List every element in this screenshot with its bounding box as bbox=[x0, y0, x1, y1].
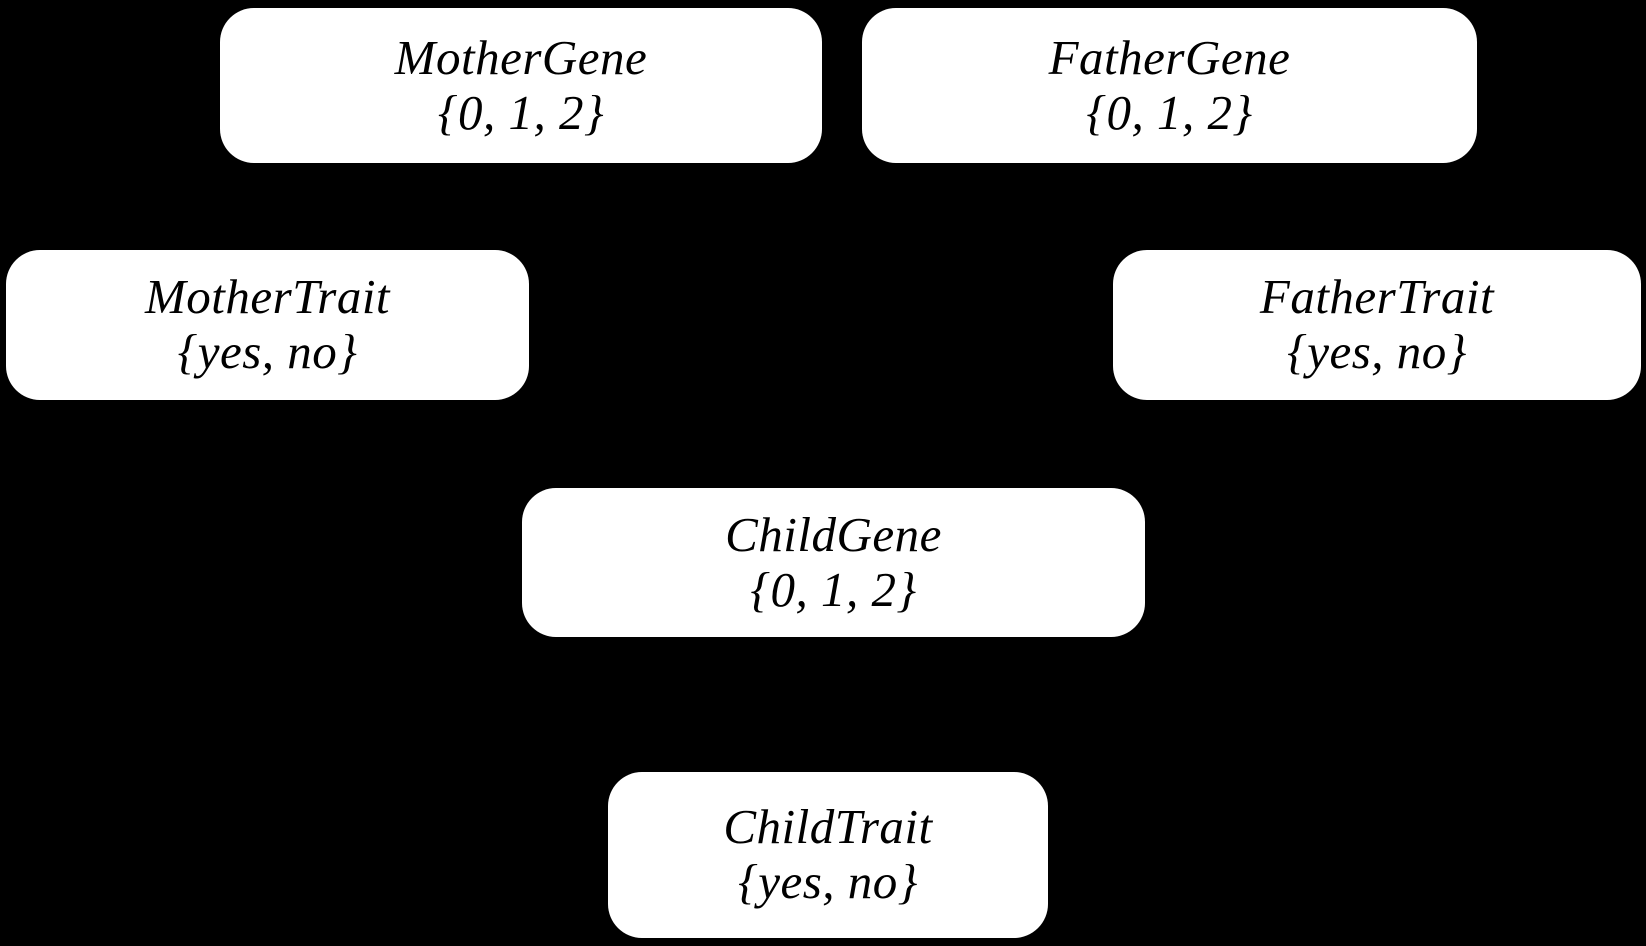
edge-child-gene-to-child-trait bbox=[826, 636, 835, 773]
edge-mother-gene-to-child-gene bbox=[598, 162, 702, 489]
edge-father-gene-to-father-trait bbox=[1239, 161, 1378, 252]
node-mother-gene-label: MotherGene bbox=[394, 29, 648, 85]
node-mother-trait[interactable]: MotherTrait {yes, no} bbox=[6, 250, 529, 400]
node-child-gene-domain: {0, 1, 2} bbox=[750, 561, 917, 617]
node-father-gene-label: FatherGene bbox=[1048, 29, 1291, 85]
node-mother-gene-domain: {0, 1, 2} bbox=[437, 84, 605, 140]
node-child-trait-label: ChildTrait bbox=[723, 799, 933, 855]
node-father-gene[interactable]: FatherGene {0, 1, 2} bbox=[862, 8, 1477, 163]
node-mother-gene[interactable]: MotherGene {0, 1, 2} bbox=[220, 8, 822, 163]
node-father-trait-label: FatherTrait bbox=[1259, 269, 1495, 325]
node-father-gene-domain: {0, 1, 2} bbox=[1086, 84, 1253, 140]
node-child-gene[interactable]: ChildGene {0, 1, 2} bbox=[522, 488, 1145, 637]
node-child-trait-domain: {yes, no} bbox=[738, 854, 918, 909]
edge-father-gene-to-child-gene bbox=[958, 162, 1062, 489]
node-child-gene-label: ChildGene bbox=[725, 506, 942, 562]
node-mother-trait-label: MotherTrait bbox=[144, 269, 391, 325]
node-father-trait[interactable]: FatherTrait {yes, no} bbox=[1113, 250, 1641, 400]
node-child-trait[interactable]: ChildTrait {yes, no} bbox=[608, 772, 1048, 938]
node-mother-trait-domain: {yes, no} bbox=[177, 324, 358, 379]
edge-mother-gene-to-mother-trait bbox=[267, 161, 381, 252]
node-father-trait-domain: {yes, no} bbox=[1287, 324, 1467, 379]
